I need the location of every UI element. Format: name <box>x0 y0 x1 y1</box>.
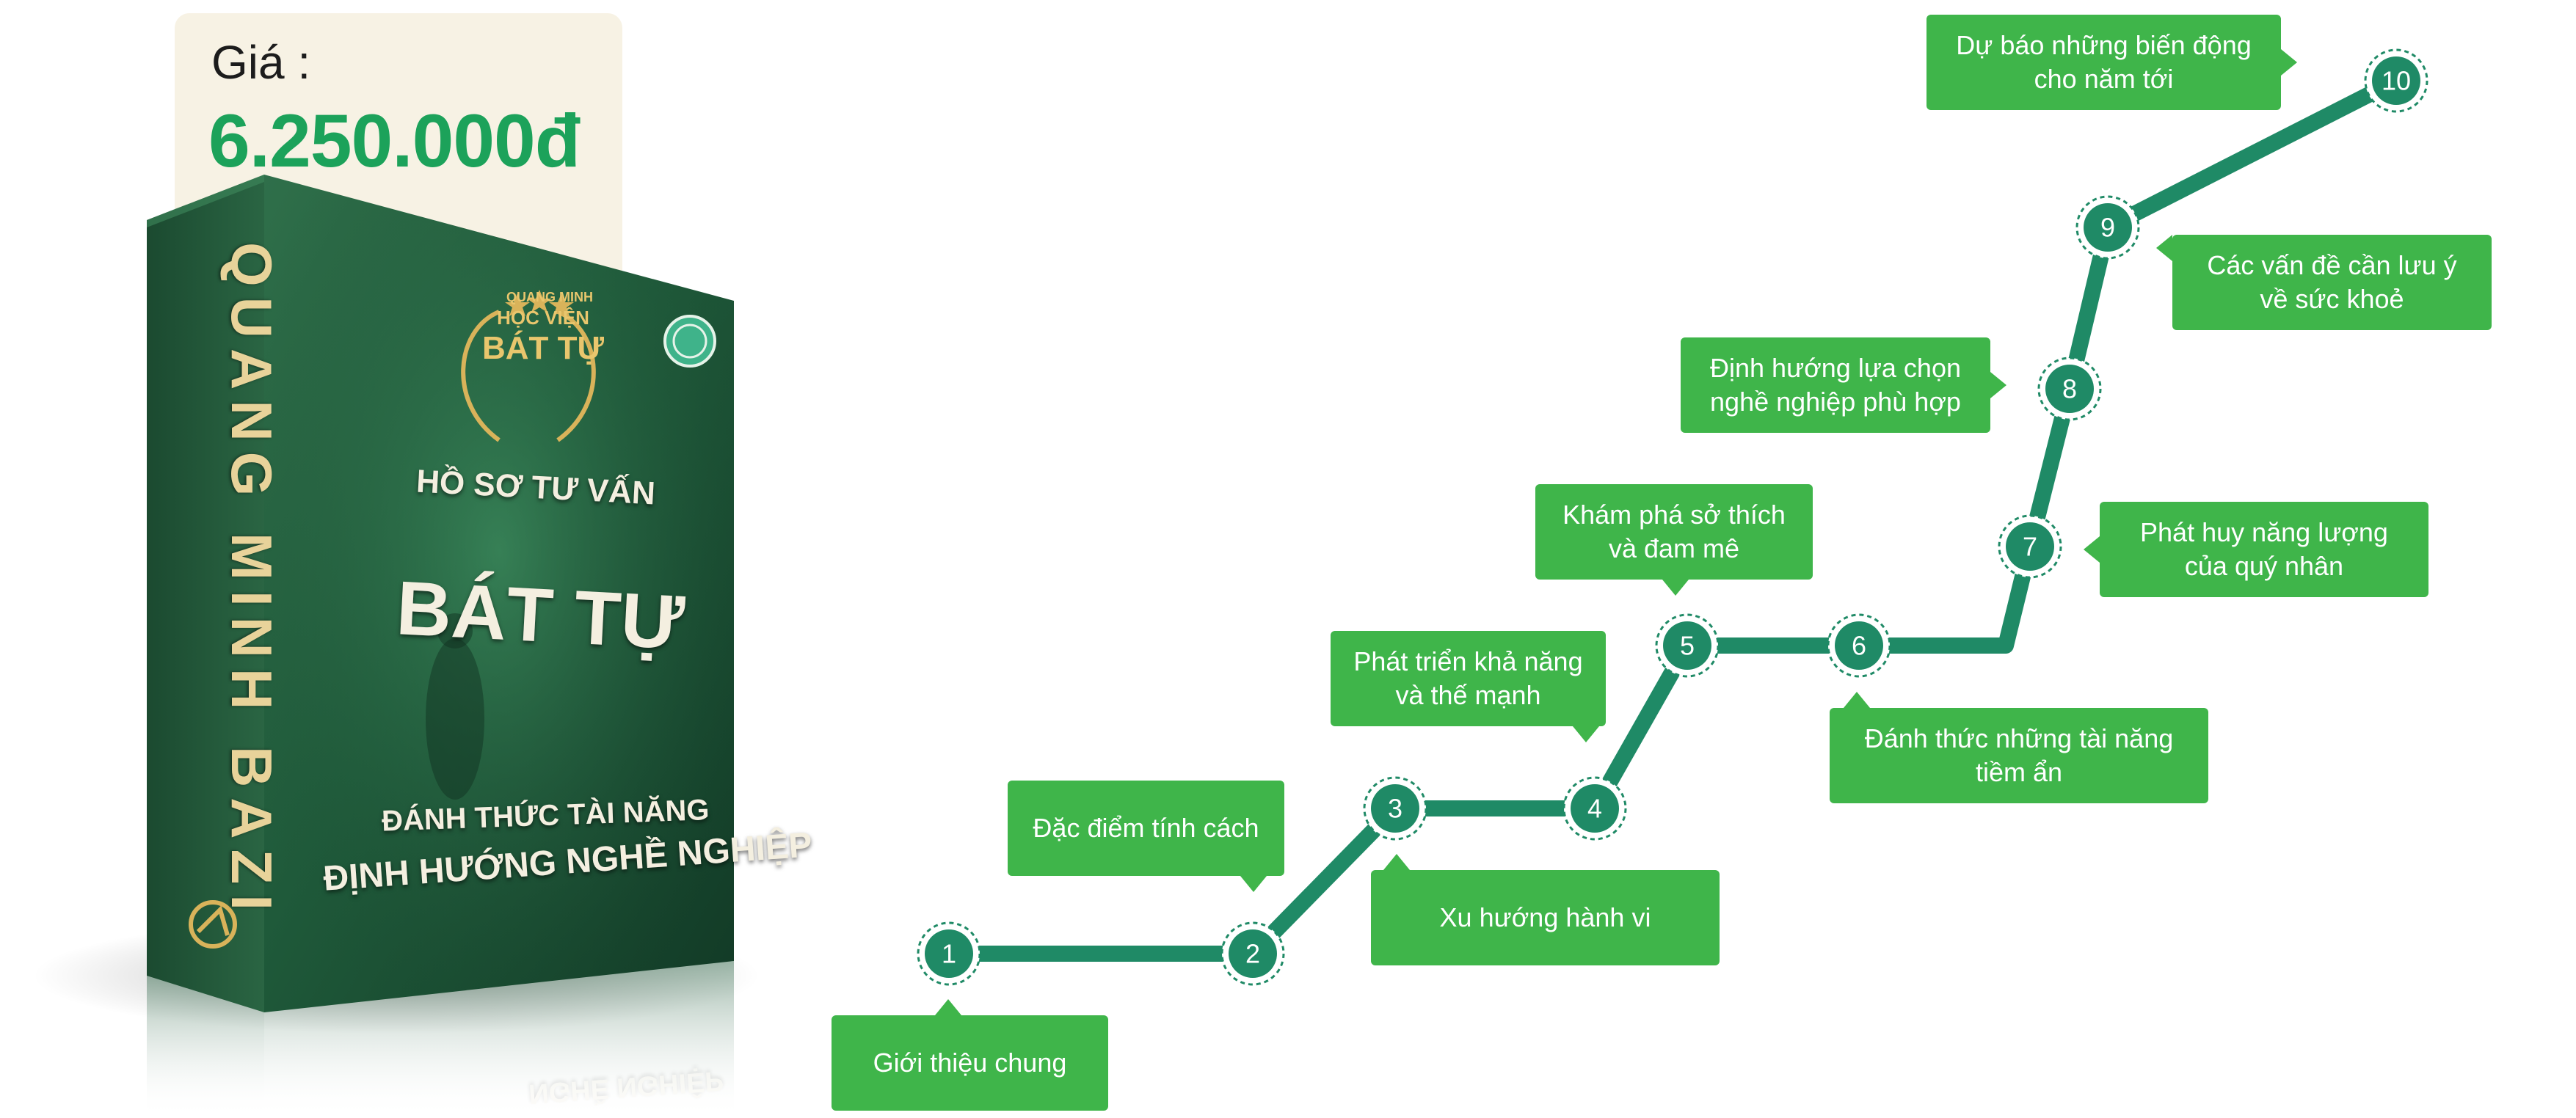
price-label: Giá : <box>211 36 311 89</box>
step-10-node: 10 <box>2364 48 2428 113</box>
step-6-node: 6 <box>1827 613 1891 678</box>
step-7-label: Phát huy năng lượng của quý nhân <box>2100 502 2428 597</box>
step-8-number: 8 <box>2062 374 2077 404</box>
crest-small-text: QUANG MINH <box>506 290 593 304</box>
step-2-pointer <box>1240 876 1267 892</box>
step-8-label: Định hướng lựa chọn nghề nghiệp phù hợp <box>1681 337 1990 433</box>
step-6-number: 6 <box>1852 631 1866 661</box>
crest-mid-text: HỌC VIỆN <box>497 307 589 329</box>
price-value: 6.250.000đ <box>208 99 581 183</box>
product-box-art <box>147 175 734 1118</box>
step-7-node: 7 <box>1998 514 2062 579</box>
step-3-label: Xu hướng hành vi <box>1371 870 1720 965</box>
step-5-pointer <box>1662 580 1689 596</box>
step-10-pointer <box>2281 49 2297 76</box>
step-10-number: 10 <box>2382 66 2411 96</box>
step-7-pointer <box>2084 536 2100 563</box>
step-1-pointer <box>935 999 961 1015</box>
step-10-label: Dự báo những biến động cho năm tới <box>1926 15 2281 110</box>
step-6-label: Đánh thức những tài năng tiềm ẩn <box>1830 708 2208 803</box>
step-4-label: Phát triển khả năng và thế mạnh <box>1331 631 1606 726</box>
step-9-node: 9 <box>2075 195 2140 260</box>
step-8-node: 8 <box>2037 357 2102 421</box>
step-4-pointer <box>1573 726 1599 742</box>
step-3-node: 3 <box>1363 776 1427 841</box>
step-8-pointer <box>1990 372 2006 398</box>
step-9-number: 9 <box>2100 213 2115 243</box>
step-7-number: 7 <box>2023 532 2037 562</box>
step-1-number: 1 <box>942 939 956 969</box>
step-9-pointer <box>2156 235 2172 261</box>
step-3-pointer <box>1383 854 1410 870</box>
step-4-node: 4 <box>1562 776 1627 841</box>
step-5-node: 5 <box>1655 613 1720 678</box>
step-5-number: 5 <box>1680 631 1695 661</box>
step-1-label: Giới thiệu chung <box>832 1015 1108 1111</box>
crest-big-text: BÁT TỰ <box>481 330 605 366</box>
step-2-node: 2 <box>1220 921 1285 986</box>
step-6-pointer <box>1844 692 1870 708</box>
step-2-number: 2 <box>1245 939 1260 969</box>
step-4-number: 4 <box>1587 794 1602 824</box>
step-5-label: Khám phá sở thích và đam mê <box>1535 484 1813 580</box>
step-9-label: Các vấn đề cần lưu ý về sức khoẻ <box>2172 235 2492 330</box>
step-2-label: Đặc điểm tính cách <box>1008 781 1284 876</box>
step-3-number: 3 <box>1388 794 1402 824</box>
step-1-node: 1 <box>917 921 981 986</box>
